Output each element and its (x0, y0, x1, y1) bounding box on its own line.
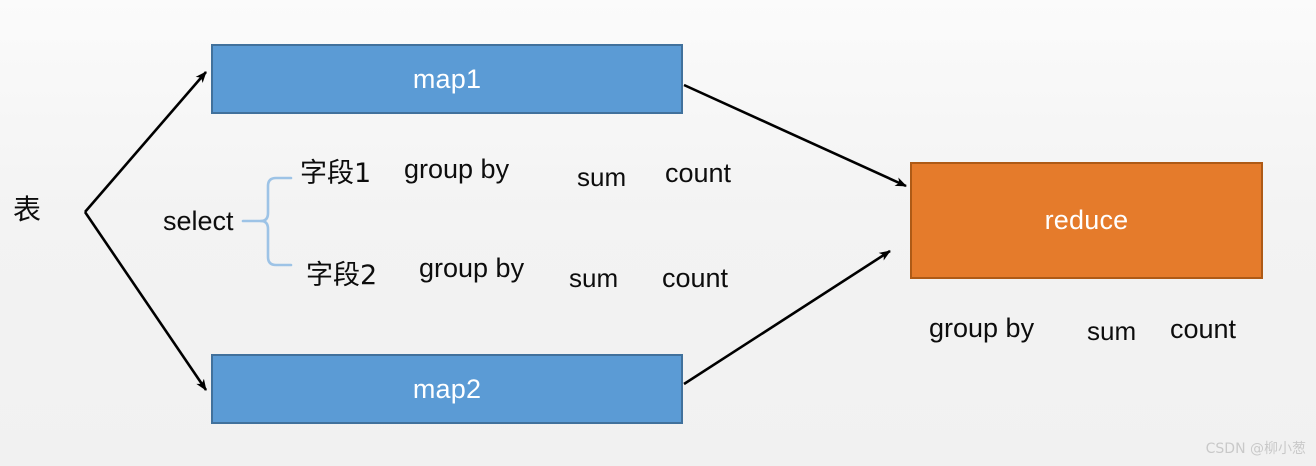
arrow-table-to-map1 (84, 71, 207, 213)
reduce-op-group-by: group by (929, 313, 1035, 343)
select-row-1-count: count (665, 158, 732, 188)
node-map1[interactable]: map1 (211, 44, 683, 114)
select-row-2-field: 字段2 (306, 260, 378, 291)
select-row-2-sum: sum (569, 263, 619, 293)
arrow-table-to-map2 (83, 211, 208, 391)
node-map2[interactable]: map2 (211, 354, 683, 424)
reduce-op-sum: sum (1087, 316, 1137, 346)
select-row-2-group-by: group by (419, 253, 525, 283)
source-table-label: 表 (13, 193, 42, 226)
select-row-1-group-by: group by (404, 154, 510, 184)
select-row-2-count: count (662, 263, 729, 293)
node-map2-label: map2 (412, 373, 482, 404)
select-row-1-sum: sum (577, 162, 627, 192)
reduce-op-count: count (1170, 314, 1237, 344)
node-map1-label: map1 (412, 63, 482, 94)
select-label: select (163, 206, 234, 236)
node-reduce[interactable]: reduce (910, 162, 1263, 279)
node-reduce-label: reduce (1044, 205, 1129, 235)
csdn-watermark: CSDN @柳小葱 (1205, 441, 1306, 457)
select-row-1-field: 字段1 (300, 158, 372, 189)
select-brace (259, 176, 293, 267)
